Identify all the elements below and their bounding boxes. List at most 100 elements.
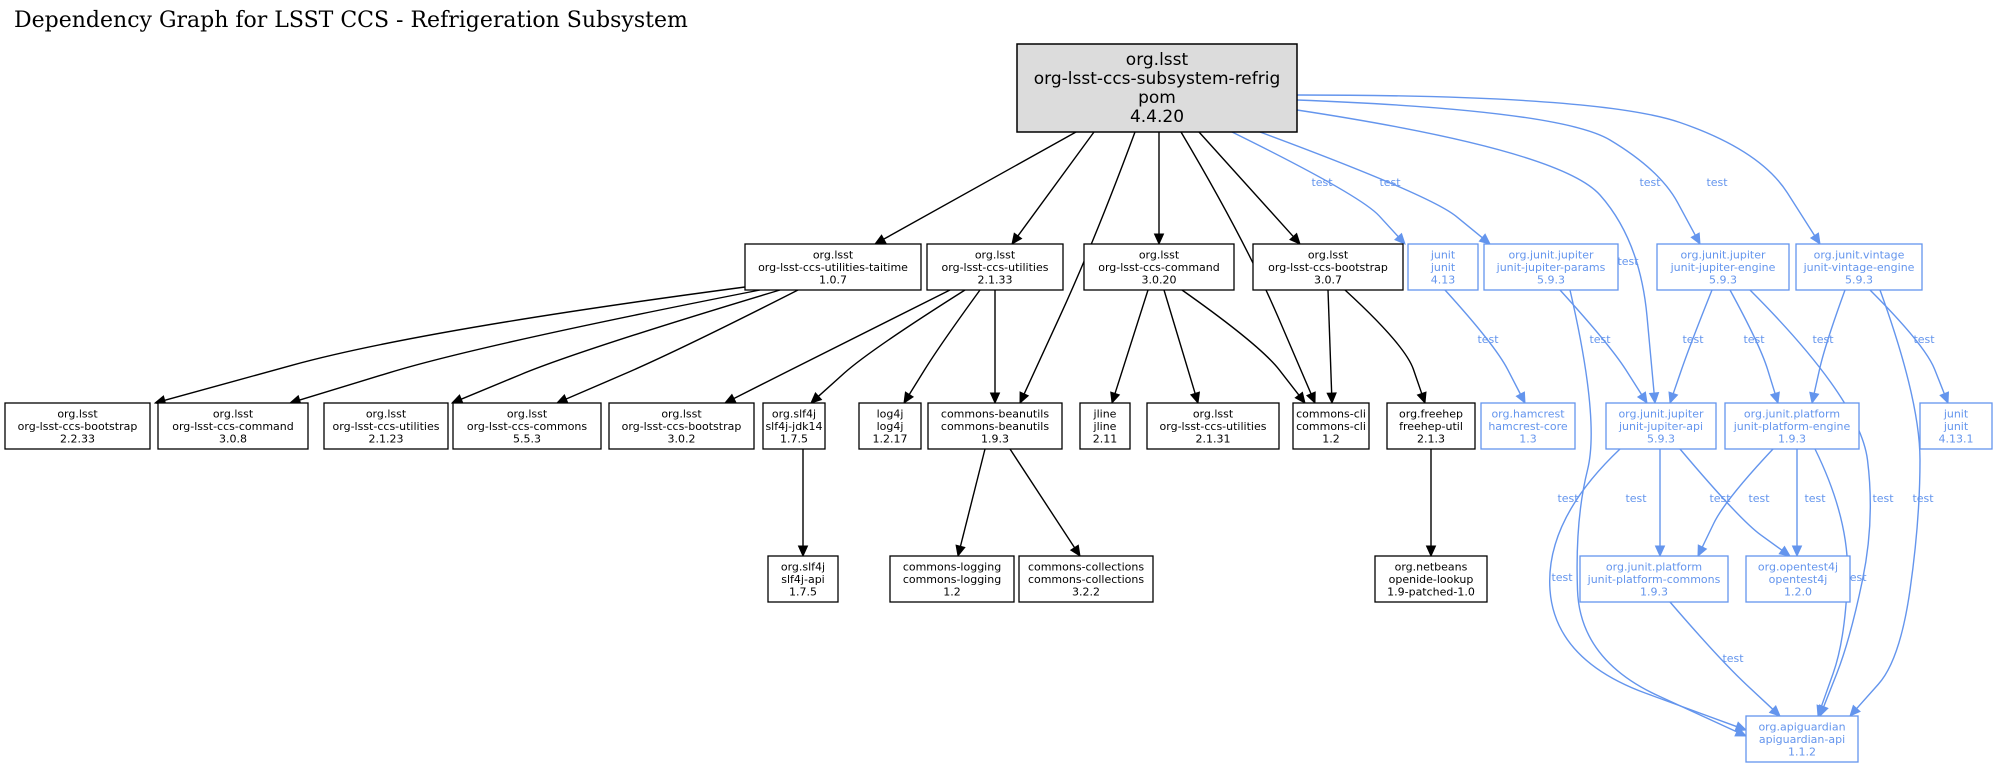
- edge-label: test: [1748, 492, 1770, 505]
- node-label-line: org.junit.jupiter: [1680, 248, 1766, 261]
- nodes-layer: org.lsstorg-lsst-ccs-subsystem-refrigpom…: [4, 43, 1993, 763]
- node-label-line: org.slf4j: [781, 560, 825, 573]
- arrowhead: [1768, 704, 1781, 717]
- node-label-line: 1.1.2: [1788, 745, 1816, 758]
- edge-line: [1231, 131, 1399, 238]
- node-label-line: apiguardian-api: [1759, 733, 1845, 746]
- node-box: [323, 402, 449, 450]
- edge-line: [1017, 131, 1095, 237]
- node-box: [1795, 243, 1923, 291]
- arrowhead: [1697, 544, 1708, 558]
- edge-label: test: [1617, 255, 1639, 268]
- node-label-line: opentest4j: [1769, 573, 1828, 586]
- node-box: [1480, 402, 1576, 450]
- node-root[interactable]: org.lsstorg-lsst-ccs-subsystem-refrigpom…: [1016, 43, 1298, 133]
- node-collections[interactable]: commons-collectionscommons-collections3.…: [1018, 555, 1154, 603]
- node-label-line: 2.2.33: [60, 432, 95, 445]
- arrowhead: [873, 234, 887, 245]
- node-jengine[interactable]: org.junit.jupiterjunit-jupiter-engine5.9…: [1656, 243, 1790, 291]
- edge-line: [1344, 289, 1423, 394]
- edge-line: [1327, 289, 1333, 394]
- node-vintage[interactable]: org.junit.vintagejunit-vintage-engine5.9…: [1795, 243, 1923, 291]
- arrowhead: [989, 392, 1001, 405]
- node-label-line: junit: [1943, 407, 1969, 420]
- edge-japi-to-opentest4j: test: [1679, 448, 1791, 557]
- node-pengine[interactable]: org.junit.platformjunit-platform-engine1…: [1724, 402, 1860, 450]
- node-pcommons[interactable]: org.junit.platformjunit-platform-commons…: [1579, 555, 1729, 603]
- edge-japi-to-pcommons: test: [1625, 449, 1666, 558]
- edge-line: [1259, 131, 1483, 239]
- node-label-line: org-lsst-ccs-utilities-taitime: [758, 261, 908, 274]
- node-label-line: org.lsst: [57, 407, 98, 420]
- edge-beanutils-to-logging: [955, 448, 986, 558]
- node-label-line: 1.2.0: [1784, 585, 1812, 598]
- node-params[interactable]: org.junit.jupiterjunit-jupiter-params5.9…: [1483, 243, 1619, 291]
- node-label-line: junit: [1943, 420, 1969, 433]
- node-label-line: org.lsst: [507, 407, 548, 420]
- node-label-line: 3.2.2: [1072, 585, 1100, 598]
- edge-cmd3020-to-jline: [1110, 289, 1149, 405]
- edge-line: [1856, 289, 1921, 710]
- edge-boot307-to-freehep: [1344, 289, 1427, 405]
- node-label-line: org.opentest4j: [1758, 560, 1838, 573]
- edge-util2133-to-beanutils: [989, 290, 1001, 405]
- node-openide[interactable]: org.netbeansopenide-lookup1.9-patched-1.…: [1374, 555, 1488, 603]
- node-label-line: org.lsst: [213, 407, 254, 420]
- edge-params-to-apiguardian: test: [1557, 289, 1748, 737]
- node-label-line: hamcrest-core: [1488, 420, 1568, 433]
- node-label-line: 3.0.20: [1142, 273, 1177, 286]
- node-label-line: org-lsst-ccs-bootstrap: [18, 420, 138, 433]
- arrowhead: [1939, 391, 1950, 405]
- edge-label: test: [1872, 492, 1894, 505]
- edge-root-to-beanutils: [1019, 131, 1136, 405]
- node-label-line: org.hamcrest: [1491, 407, 1565, 420]
- arrowhead: [1478, 233, 1491, 245]
- node-label-line: org-lsst-ccs-utilities: [333, 420, 440, 433]
- edge-label: test: [1845, 571, 1867, 584]
- edge-line: [817, 289, 966, 397]
- edge-freehep-to-openide: [1425, 449, 1437, 558]
- node-label-line: log4j: [877, 407, 904, 420]
- node-label-line: junit-jupiter-params: [1496, 261, 1606, 274]
- node-label-line: 1.7.5: [789, 585, 817, 598]
- edge-line: [1569, 289, 1738, 733]
- node-label-line: 1.3: [1519, 432, 1537, 445]
- edge-label: test: [1804, 492, 1826, 505]
- node-label-line: 2.1.3: [1417, 432, 1445, 445]
- edge-root-to-junit413: test: [1231, 131, 1406, 245]
- edge-line: [299, 289, 761, 401]
- arrowhead: [1849, 704, 1861, 717]
- node-label-line: 4.13.1: [1939, 432, 1974, 445]
- node-label-line: 1.9.3: [981, 432, 1009, 445]
- edge-line: [1009, 448, 1076, 549]
- node-label-line: org-lsst-ccs-command: [1098, 261, 1220, 274]
- node-label-line: org.junit.jupiter: [1508, 248, 1594, 261]
- node-taitime[interactable]: org.lsstorg-lsst-ccs-utilities-taitime1.…: [744, 243, 922, 291]
- edge-line: [1163, 289, 1196, 394]
- node-box: [4, 402, 151, 450]
